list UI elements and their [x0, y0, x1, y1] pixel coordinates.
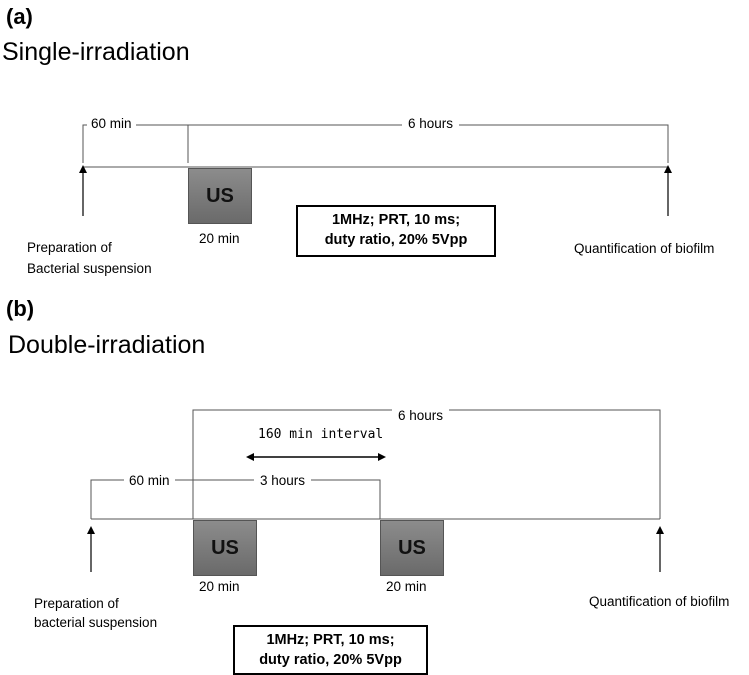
params-a-line2: duty ratio, 20% 5Vpp	[324, 232, 468, 248]
label-b-3hours: 3 hours	[254, 474, 312, 488]
panel-a-lines	[79, 124, 672, 216]
params-box-a: 1MHz; PRT, 10 ms; duty ratio, 20% 5Vpp	[296, 205, 496, 257]
label-a-end: Quantification of biofilm	[574, 241, 715, 256]
label-a-us-duration: 20 min	[199, 231, 240, 246]
panel-a-label: (a)	[6, 4, 33, 29]
label-b-start-line1: Preparation of	[34, 596, 119, 611]
label-b-us1-duration: 20 min	[199, 579, 240, 594]
panel-b-label: (b)	[6, 296, 35, 321]
bracket-a-6hours	[188, 124, 669, 163]
us-box-b-second-label: US	[398, 536, 426, 559]
label-b-6hours: 6 hours	[392, 409, 450, 423]
label-b-us2-duration: 20 min	[386, 579, 427, 594]
label-a-60min: 60 min	[87, 117, 136, 131]
panel-a-title: Single-irradiation	[2, 38, 190, 66]
us-box-a-label: US	[206, 184, 234, 207]
us-box-b-second: US	[380, 520, 444, 576]
label-a-start-line1: Preparation of	[27, 240, 112, 255]
label-b-interval: 160 min interval	[258, 427, 384, 442]
panel-b-title: Double-irradiation	[8, 331, 206, 359]
us-box-b-first-label: US	[211, 536, 239, 559]
label-a-6hours: 6 hours	[402, 117, 460, 131]
params-b-line1: 1MHz; PRT, 10 ms;	[266, 632, 395, 648]
us-box-b-first: US	[193, 520, 257, 576]
us-box-a: US	[188, 168, 252, 224]
label-b-60min: 60 min	[124, 474, 175, 488]
params-b-line2: duty ratio, 20% 5Vpp	[259, 652, 402, 668]
label-b-end: Quantification of biofilm	[589, 594, 730, 609]
params-box-b: 1MHz; PRT, 10 ms; duty ratio, 20% 5Vpp	[233, 625, 428, 675]
label-b-start-line2: bacterial suspension	[34, 615, 158, 630]
params-a-line1: 1MHz; PRT, 10 ms;	[331, 212, 461, 228]
label-a-start-line2: Bacterial suspension	[27, 261, 152, 276]
